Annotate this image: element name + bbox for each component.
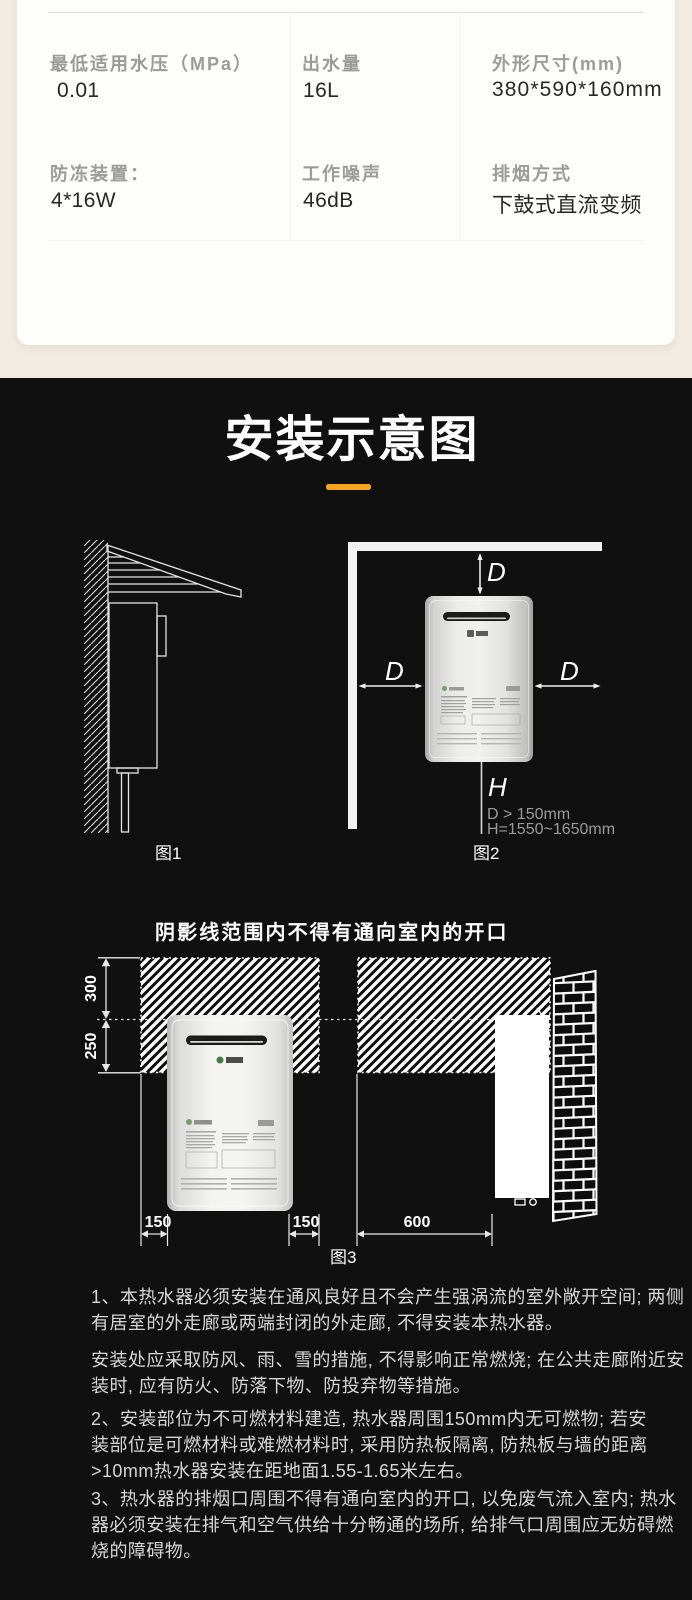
svg-text:图1: 图1 — [155, 844, 181, 863]
svg-text:D: D — [560, 656, 579, 686]
svg-text:图2: 图2 — [473, 844, 499, 863]
svg-text:D > 150mm: D > 150mm — [487, 806, 570, 823]
svg-text:H=1550~1650mm: H=1550~1650mm — [487, 821, 615, 838]
svg-text:H: H — [488, 772, 507, 802]
svg-text:D: D — [385, 656, 404, 686]
svg-text:150: 150 — [293, 1214, 320, 1231]
svg-text:D: D — [487, 557, 506, 587]
svg-text:图3: 图3 — [330, 1248, 356, 1267]
svg-text:300: 300 — [83, 975, 100, 1002]
svg-text:250: 250 — [83, 1033, 100, 1060]
svg-text:阴影线范围内不得有通向室内的开口: 阴影线范围内不得有通向室内的开口 — [155, 920, 509, 944]
svg-text:150: 150 — [145, 1214, 172, 1231]
svg-text:600: 600 — [404, 1214, 431, 1231]
